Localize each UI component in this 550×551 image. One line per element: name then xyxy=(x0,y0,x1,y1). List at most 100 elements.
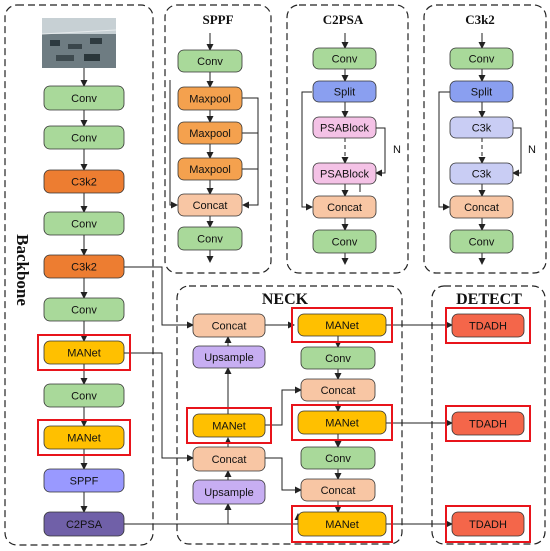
neck-manet-1: MANet xyxy=(291,307,393,343)
sppf-conv-2-box xyxy=(177,226,243,251)
backbone-title: Backbone xyxy=(13,234,32,306)
c3k2-conv-2-label: Conv xyxy=(469,237,495,249)
c3k2-c3k-2-label: C3k xyxy=(472,169,492,181)
neck-upsample-2-label: Upsample xyxy=(204,487,254,499)
c3k2-c3k-1: C3k xyxy=(449,116,514,139)
nodes: ConvConvC3k2ConvC3k2ConvMANetConvMANetSP… xyxy=(37,47,531,543)
detect-head-2-highlight xyxy=(445,405,531,442)
sppf-conv-1-label: Conv xyxy=(197,56,223,68)
c2psa-split: Split xyxy=(312,80,377,103)
detect-head-3: TDADH xyxy=(445,505,531,543)
sppf-maxpool-3: Maxpool xyxy=(177,157,243,181)
sppf-concat: Concat xyxy=(177,193,243,217)
detect-head-2-label: TDADH xyxy=(469,419,507,431)
neck-manet-left-highlight xyxy=(186,407,272,444)
c2psa-conv-1-label: Conv xyxy=(332,54,358,66)
detect-head-3-box xyxy=(451,511,525,537)
detect-frame xyxy=(431,285,546,545)
sppf-maxpool-2-label: Maxpool xyxy=(189,128,231,140)
c2psa-psablock-1-label: PSABlock xyxy=(320,123,369,135)
sppf-conv-2-label: Conv xyxy=(197,234,223,246)
detect-head-1: TDADH xyxy=(445,307,531,344)
neck-upsample-1: Upsample xyxy=(192,345,266,369)
c2psa-concat: Concat xyxy=(312,195,377,219)
c3k2-conv-2: Conv xyxy=(449,229,514,254)
neck-upsample-2: Upsample xyxy=(192,479,266,505)
sppf-concat-label: Concat xyxy=(193,200,228,212)
neck-manet-2: MANet xyxy=(291,404,393,441)
c3k2-conv-1-box xyxy=(449,47,514,70)
neck-concat-1-label: Concat xyxy=(212,321,247,333)
backbone-conv-5: Conv xyxy=(43,383,125,408)
c2psa-title: C2PSA xyxy=(323,12,364,27)
neck-conv-2-label: Conv xyxy=(325,453,351,465)
neck-manet-2-box xyxy=(297,410,387,435)
c3k2-title: C3k2 xyxy=(465,12,495,27)
backbone-sppf-box xyxy=(43,468,125,493)
neck-concat-1: Concat xyxy=(192,313,266,338)
c2psa-psablock-2-label: PSABlock xyxy=(320,169,369,181)
c2psa-concat-box xyxy=(312,195,377,219)
c2psa-split-box xyxy=(312,80,377,103)
neck-concat-4-box xyxy=(300,478,376,502)
detect-head-2: TDADH xyxy=(445,405,531,442)
c2psa-concat-label: Concat xyxy=(327,202,362,214)
neck-upsample-1-box xyxy=(192,345,266,369)
neck-manet-left-box xyxy=(192,413,266,438)
sppf-maxpool-3-label: Maxpool xyxy=(189,164,231,176)
neck-manet-left: MANet xyxy=(186,407,272,444)
c2psa-conv-1-box xyxy=(312,47,377,70)
c2psa-psablock-1-box xyxy=(312,116,377,139)
detect-head-2-box xyxy=(451,411,525,436)
backbone-manet-1-label: MANet xyxy=(67,348,101,360)
backbone-c3k2-1-box xyxy=(43,169,125,194)
neck-manet-1-label: MANet xyxy=(325,320,359,332)
neck-concat-3: Concat xyxy=(300,378,376,402)
sppf-title: SPPF xyxy=(202,12,233,27)
neck-conv-1-box xyxy=(300,346,376,370)
neck-manet-left-label: MANet xyxy=(212,421,246,433)
neck-concat-2: Concat xyxy=(192,446,266,472)
c3k2-conv-1: Conv xyxy=(449,47,514,70)
backbone-manet-2-box xyxy=(43,425,125,450)
c3k2-concat-box xyxy=(449,195,514,219)
c3k2-concat: Concat xyxy=(449,195,514,219)
backbone-c2psa-label: C2PSA xyxy=(66,519,103,531)
neck-conv-1-label: Conv xyxy=(325,353,351,365)
neck-concat-1-box xyxy=(192,313,266,338)
backbone-manet-2-label: MANet xyxy=(67,433,101,445)
backbone-conv-4: Conv xyxy=(43,297,125,322)
neck-concat-4-label: Concat xyxy=(321,485,356,497)
detect-head-1-box xyxy=(451,313,525,338)
sppf-maxpool-1-label: Maxpool xyxy=(189,94,231,106)
detect-head-1-highlight xyxy=(445,307,531,344)
backbone-conv-2-box xyxy=(43,125,125,150)
neck-manet-3-box xyxy=(297,511,387,537)
backbone-conv-1: Conv xyxy=(43,85,125,111)
sppf-maxpool-1: Maxpool xyxy=(177,86,243,111)
sppf-maxpool-3-box xyxy=(177,157,243,181)
camera-input-image xyxy=(41,18,117,68)
backbone-sppf-label: SPPF xyxy=(70,476,99,488)
backbone-conv-2: Conv xyxy=(43,125,125,150)
neck-manet-2-highlight xyxy=(291,404,393,441)
c2psa-psablock-2: PSABlock xyxy=(312,162,377,185)
c2psa-psablock-1: PSABlock xyxy=(312,116,377,139)
backbone-manet-2: MANet xyxy=(37,419,131,456)
sppf-maxpool-2-box xyxy=(177,121,243,145)
sppf-maxpool-1-box xyxy=(177,86,243,111)
neck-title: NECK xyxy=(262,291,309,308)
neck-manet-3: MANet xyxy=(291,505,393,543)
backbone-frame xyxy=(4,4,154,546)
c3k2-c3k-1-label: C3k xyxy=(472,123,492,135)
backbone-manet-1-box xyxy=(43,340,125,365)
c3k2-split-label: Split xyxy=(471,87,492,99)
neck-manet-3-highlight xyxy=(291,505,393,543)
c2psa-conv-2-label: Conv xyxy=(332,237,358,249)
backbone-conv-3: Conv xyxy=(43,211,125,236)
backbone-conv-4-label: Conv xyxy=(71,305,97,317)
neck-concat-4: Concat xyxy=(300,478,376,502)
backbone-manet-2-highlight xyxy=(37,419,131,456)
backbone-c3k2-2-label: C3k2 xyxy=(71,262,97,274)
backbone-c3k2-2-box xyxy=(43,254,125,279)
